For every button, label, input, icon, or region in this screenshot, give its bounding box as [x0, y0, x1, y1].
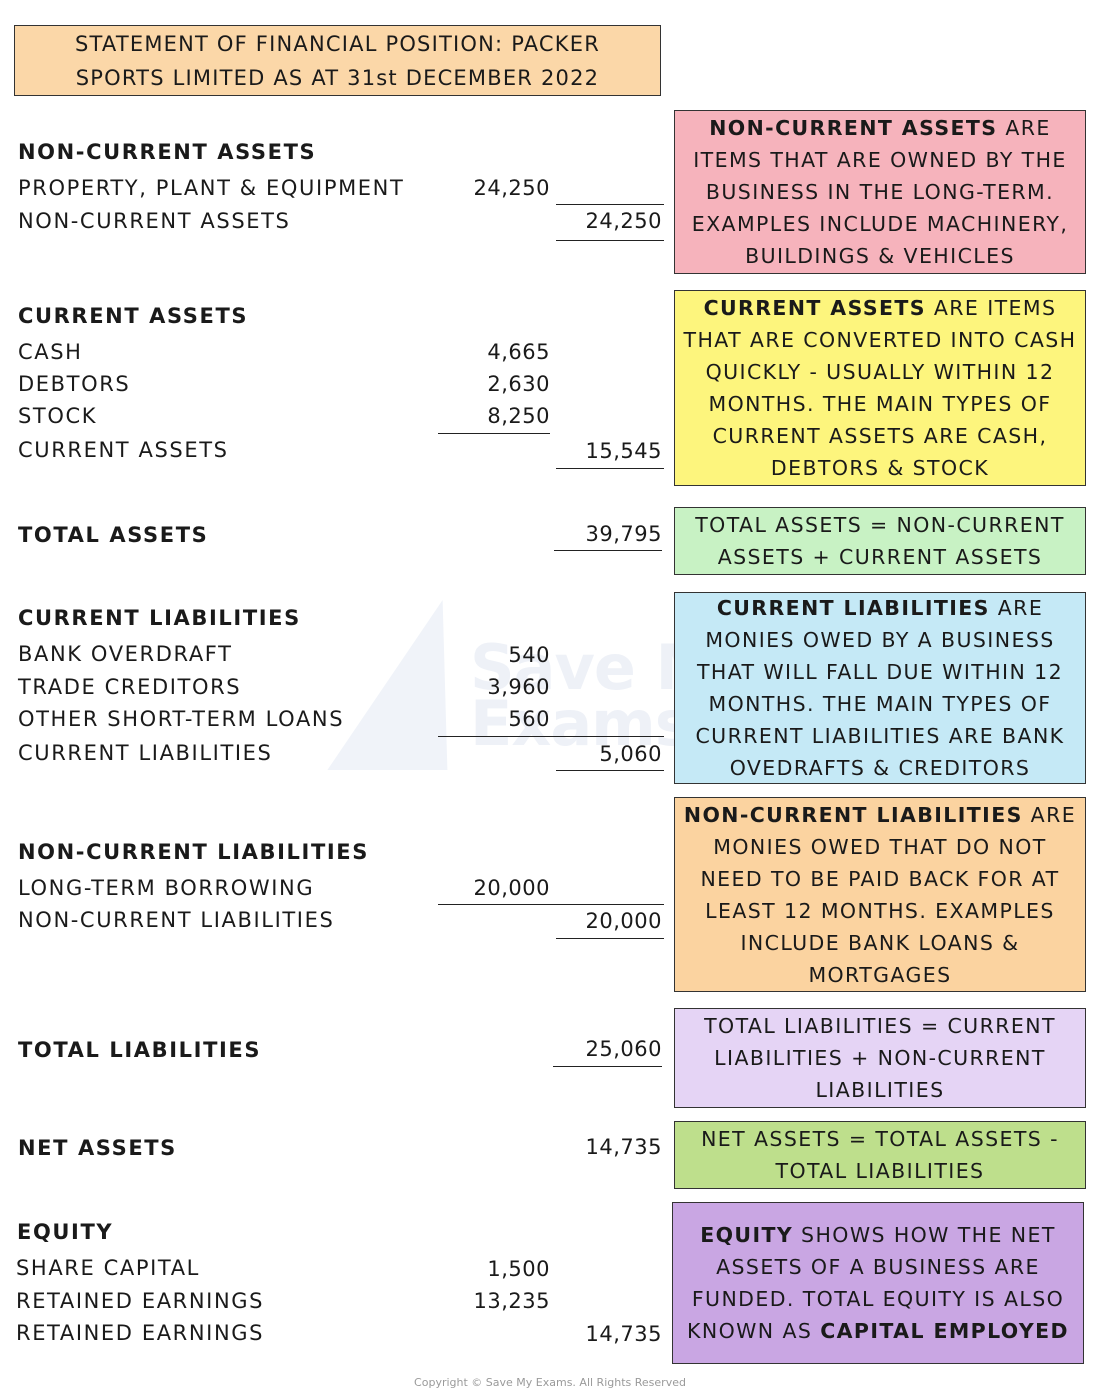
cash-value: 4,665 [487, 340, 550, 364]
title-line-1: STATEMENT OF FINANCIAL POSITION: PACKER [74, 31, 601, 56]
rule [438, 904, 664, 905]
stock-value: 8,250 [487, 404, 550, 428]
ppe-value: 24,250 [473, 176, 550, 200]
rule [438, 736, 664, 737]
rule [553, 1066, 662, 1067]
long-term-borrowing-label: LONG-TERM BORROWING [18, 876, 315, 900]
note-text: TOTAL LIABILITIES = CURRENT LIABILITIES … [704, 1014, 1056, 1102]
non-current-liabilities-total-label: NON-CURRENT LIABILITIES [18, 908, 335, 932]
rule [556, 468, 664, 469]
note-net-assets: NET ASSETS = TOTAL ASSETS - TOTAL LIABIL… [674, 1121, 1086, 1189]
net-assets-value: 14,735 [585, 1135, 662, 1159]
note-text: TOTAL ASSETS = NON-CURRENT ASSETS + CURR… [695, 513, 1065, 569]
note-total-assets: TOTAL ASSETS = NON-CURRENT ASSETS + CURR… [674, 507, 1086, 575]
note-text: ARE ITEMS THAT ARE OWNED BY THE BUSINESS… [691, 116, 1069, 268]
long-term-borrowing-value: 20,000 [473, 876, 550, 900]
note-bold-term-end: CAPITAL EMPLOYED [820, 1319, 1069, 1343]
note-bold-term: EQUITY [700, 1223, 794, 1247]
note-current-liabilities: CURRENT LIABILITIES ARE MONIES OWED BY A… [674, 592, 1086, 784]
rule [556, 938, 664, 939]
note-text: SHOWS HOW THE NET ASSETS OF A BUSINESS A… [687, 1223, 1065, 1343]
non-current-liabilities-heading: NON-CURRENT LIABILITIES [18, 840, 369, 864]
note-bold-term: NON-CURRENT LIABILITIES [683, 802, 1023, 827]
non-current-assets-total: 24,250 [585, 209, 662, 233]
note-total-liabilities: TOTAL LIABILITIES = CURRENT LIABILITIES … [674, 1008, 1086, 1108]
current-assets-heading: CURRENT ASSETS [18, 304, 249, 328]
note-equity: EQUITY SHOWS HOW THE NET ASSETS OF A BUS… [672, 1202, 1084, 1364]
non-current-liabilities-total: 20,000 [585, 909, 662, 933]
bank-overdraft-label: BANK OVERDRAFT [18, 642, 233, 666]
debtors-label: DEBTORS [18, 372, 131, 396]
retained-earnings-label: RETAINED EARNINGS [16, 1289, 265, 1313]
rule [556, 770, 664, 771]
share-capital-label: SHARE CAPITAL [16, 1256, 200, 1280]
title-line-2: SPORTS LIMITED AS AT 31st DECEMBER 2022 [75, 65, 600, 90]
current-liabilities-total-label: CURRENT LIABILITIES [18, 741, 273, 765]
total-assets-heading: TOTAL ASSETS [18, 523, 209, 547]
rule [554, 550, 662, 551]
share-capital-value: 1,500 [487, 1257, 550, 1281]
ppe-label: PROPERTY, PLANT & EQUIPMENT [18, 176, 405, 200]
copyright-notice: Copyright © Save My Exams. All Rights Re… [414, 1376, 686, 1389]
equity-total-label: RETAINED EARNINGS [16, 1321, 265, 1345]
bank-overdraft-value: 540 [508, 643, 550, 667]
note-non-current-assets: NON-CURRENT ASSETS ARE ITEMS THAT ARE OW… [674, 110, 1086, 274]
non-current-assets-total-label: NON-CURRENT ASSETS [18, 209, 291, 233]
rule [556, 204, 664, 205]
note-text: ARE MONIES OWED THAT DO NOT NEED TO BE P… [700, 802, 1077, 987]
note-bold-term: NON-CURRENT ASSETS [709, 116, 998, 140]
trade-creditors-label: TRADE CREDITORS [18, 675, 242, 699]
current-liabilities-total: 5,060 [599, 742, 662, 766]
note-bold-term: CURRENT ASSETS [703, 296, 926, 320]
note-current-assets: CURRENT ASSETS ARE ITEMS THAT ARE CONVER… [674, 290, 1086, 486]
total-liabilities-value: 25,060 [585, 1037, 662, 1061]
note-text: ARE MONIES OWED BY A BUSINESS THAT WILL … [695, 596, 1065, 780]
debtors-value: 2,630 [487, 372, 550, 396]
statement-title: STATEMENT OF FINANCIAL POSITION: PACKER … [14, 25, 661, 96]
total-liabilities-heading: TOTAL LIABILITIES [18, 1038, 262, 1062]
note-text: ARE ITEMS THAT ARE CONVERTED INTO CASH Q… [683, 296, 1077, 480]
retained-earnings-value: 13,235 [473, 1289, 550, 1313]
watermark-line-2: Exams [470, 687, 692, 760]
stock-label: STOCK [18, 404, 98, 428]
note-bold-term: CURRENT LIABILITIES [716, 596, 990, 620]
other-loans-label: OTHER SHORT-TERM LOANS [18, 707, 345, 731]
rule [438, 433, 550, 434]
other-loans-value: 560 [508, 707, 550, 731]
trade-creditors-value: 3,960 [487, 675, 550, 699]
net-assets-heading: NET ASSETS [18, 1136, 177, 1160]
current-assets-total: 15,545 [585, 439, 662, 463]
equity-total: 14,735 [585, 1322, 662, 1346]
rule [556, 240, 664, 241]
cash-label: CASH [18, 340, 83, 364]
current-assets-total-label: CURRENT ASSETS [18, 438, 229, 462]
note-non-current-liabilities: NON-CURRENT LIABILITIES ARE MONIES OWED … [674, 797, 1086, 992]
total-assets-value: 39,795 [585, 522, 662, 546]
note-text: NET ASSETS = TOTAL ASSETS - TOTAL LIABIL… [701, 1127, 1059, 1183]
non-current-assets-heading: NON-CURRENT ASSETS [18, 140, 317, 164]
equity-heading: EQUITY [17, 1220, 114, 1244]
current-liabilities-heading: CURRENT LIABILITIES [18, 606, 301, 630]
